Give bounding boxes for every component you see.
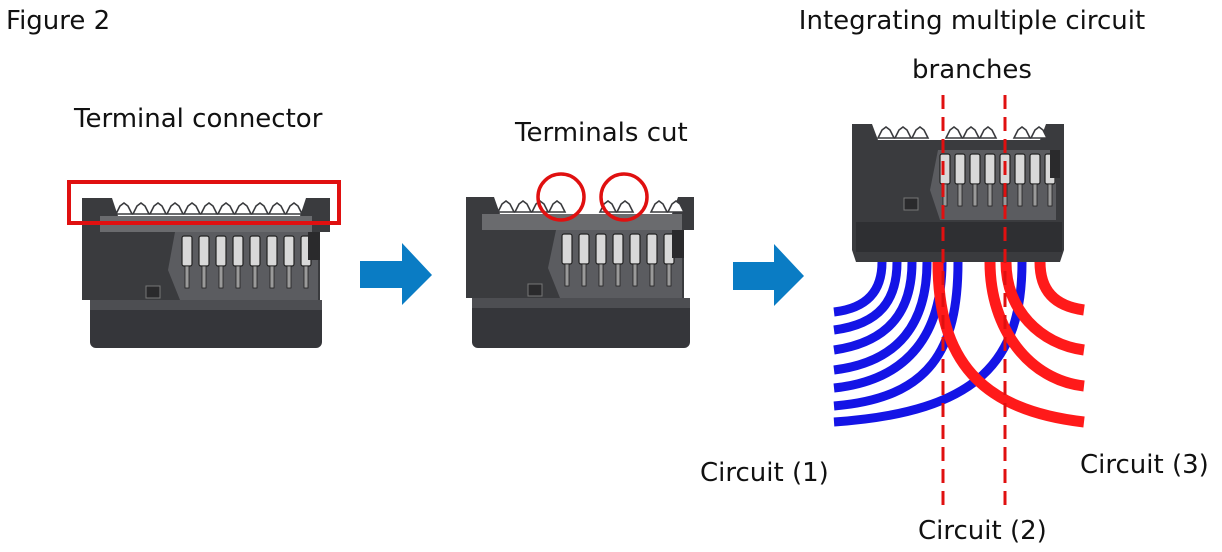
panel-title-integrating-line2: branches xyxy=(912,55,1032,85)
teeth-highlight-box xyxy=(67,180,341,225)
wire-bundle-circuit-3-blue xyxy=(833,261,1027,427)
connector-3 xyxy=(852,124,1064,262)
wire-bundle-circuit-2 xyxy=(932,261,1085,428)
circuit-1-label: Circuit (1) xyxy=(700,458,829,488)
circuit-2-label: Circuit (2) xyxy=(918,516,1047,546)
panel-title-terminal-connector: Terminal connector xyxy=(74,104,323,134)
connector-1 xyxy=(82,198,330,348)
arrow-right-2 xyxy=(733,244,804,306)
cut-teeth-row xyxy=(497,200,685,213)
panel-title-integrating-line1: Integrating multiple circuit xyxy=(798,6,1146,36)
connector-2 xyxy=(466,197,694,348)
panel-title-terminals-cut: Terminals cut xyxy=(515,118,688,148)
figure-label: Figure 2 xyxy=(6,6,111,36)
arrow-right-1 xyxy=(360,243,432,305)
cut-marker-circle-1 xyxy=(536,172,586,222)
terminal-teeth-row xyxy=(115,202,303,215)
cut-marker-circle-2 xyxy=(599,172,649,222)
circuit-3-label: Circuit (3) xyxy=(1080,450,1209,480)
